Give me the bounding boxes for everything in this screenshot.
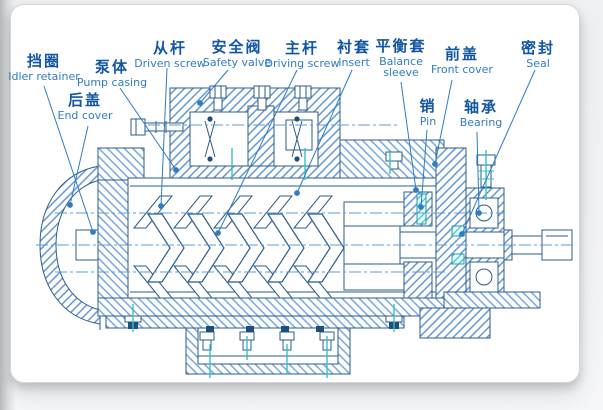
label-pump-casing-zh: 泵体 — [94, 58, 130, 76]
casing-left-shoulder — [97, 147, 145, 181]
mounting-base — [185, 326, 351, 375]
label-pin-zh: 销 — [419, 97, 437, 115]
label-seal: 密封 Seal — [520, 39, 556, 70]
label-insert: 衬套 Insert — [336, 38, 372, 69]
label-end-cover: 后盖 End cover — [57, 91, 113, 122]
label-driving-screw-zh: 主杆 — [284, 39, 320, 57]
label-end-cover-zh: 后盖 — [67, 91, 103, 109]
pump-body — [39, 85, 573, 375]
leader-seal — [459, 69, 536, 237]
label-front-cover: 前盖 Front cover — [431, 45, 493, 76]
casing-left-wall — [97, 179, 129, 301]
label-safety-valve: 安全阀 Safety valve — [202, 38, 272, 69]
label-safety-valve-zh: 安全阀 — [211, 38, 263, 56]
label-pin: 销 Pin — [419, 97, 437, 128]
label-safety-valve-en: Safety valve — [202, 55, 272, 69]
label-bearing-zh: 轴承 — [463, 98, 498, 116]
leader-pin — [418, 129, 428, 210]
leader-end-cover — [67, 125, 89, 208]
label-seal-zh: 密封 — [520, 39, 556, 57]
leader-balance-sleeve — [400, 81, 419, 193]
label-front-cover-zh: 前盖 — [444, 45, 479, 63]
seal-rings — [451, 225, 465, 237]
label-pump-casing: 泵体 Pump casing — [76, 58, 148, 89]
label-driven-screw-zh: 从杆 — [152, 39, 187, 57]
valve-top-bolts — [209, 85, 312, 111]
label-bearing-en: Bearing — [459, 115, 503, 129]
label-driven-screw: 从杆 Driven screw — [134, 39, 206, 70]
label-driven-screw-en: Driven screw — [134, 56, 206, 70]
label-bearing: 轴承 Bearing — [459, 98, 503, 129]
label-idler-retainer-zh: 挡圈 — [26, 52, 61, 70]
leader-safety-valve — [197, 69, 229, 106]
casing-bottom-wall — [97, 297, 445, 317]
leader-lines — [43, 67, 536, 237]
valve-springs — [204, 116, 303, 162]
leader-insert — [294, 69, 353, 196]
leader-driven-screw — [158, 67, 168, 209]
label-idler-retainer: 挡圈 Idler retainer — [8, 52, 80, 83]
leader-front-cover — [432, 79, 453, 167]
label-insert-zh: 衬套 — [336, 38, 372, 56]
label-pump-casing-en: Pump casing — [76, 75, 148, 89]
label-front-cover-en: Front cover — [431, 62, 493, 76]
label-driving-screw-en: Driving screw — [264, 56, 340, 70]
label-balance-sleeve: 平衡套 Balance sleeve — [372, 37, 430, 80]
label-balance-sleeve-en: Balance sleeve — [379, 54, 423, 80]
label-insert-en: Insert — [338, 55, 370, 69]
front-cover-foot — [419, 307, 491, 339]
base-flange — [105, 315, 405, 329]
label-seal-en: Seal — [526, 56, 550, 70]
centerlines — [36, 124, 574, 273]
leader-bearing — [476, 131, 482, 216]
label-pin-en: Pin — [419, 114, 437, 128]
label-end-cover-en: End cover — [57, 108, 113, 122]
leader-pump-casing — [119, 87, 179, 173]
label-balance-sleeve-zh: 平衡套 — [375, 37, 427, 55]
leader-idler-retainer — [43, 85, 96, 235]
label-driving-screw: 主杆 Driving screw — [264, 39, 340, 70]
leader-driving-screw — [215, 69, 298, 236]
label-idler-retainer-en: Idler retainer — [8, 69, 80, 83]
driving-screw-herringbone — [146, 213, 345, 283]
